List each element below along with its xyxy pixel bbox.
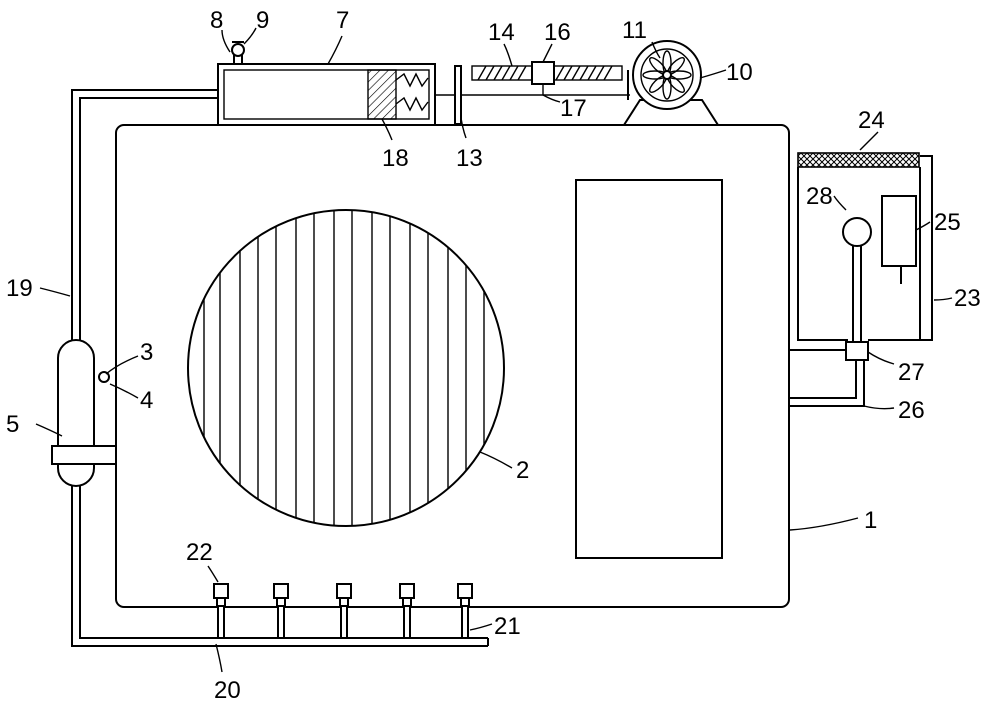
label-16: 16: [544, 19, 571, 46]
label-5: 5: [6, 411, 19, 438]
label-23: 23: [954, 285, 981, 312]
leader-lines: [35, 27, 953, 673]
top-tank: [217, 63, 436, 126]
label-2: 2: [516, 457, 529, 484]
label-22: 22: [186, 539, 213, 566]
label-4: 4: [140, 387, 153, 414]
nozzles: [213, 583, 473, 639]
label-14: 14: [488, 19, 515, 46]
label-21: 21: [494, 613, 521, 640]
label-24: 24: [858, 107, 885, 134]
screw-assembly: [435, 61, 630, 125]
label-13: 13: [456, 145, 483, 172]
main-cabinet: [115, 124, 790, 608]
label-17: 17: [560, 95, 587, 122]
left-pipe: [71, 89, 489, 647]
drum: [187, 209, 505, 527]
right-box: [789, 152, 933, 407]
label-20: 20: [214, 677, 241, 704]
label-3: 3: [140, 339, 153, 366]
label-8: 8: [210, 7, 223, 34]
filter: [51, 339, 117, 487]
label-27: 27: [898, 359, 925, 386]
label-10: 10: [726, 59, 753, 86]
top-valve: [231, 41, 245, 65]
label-19: 19: [6, 275, 33, 302]
label-1: 1: [864, 507, 877, 534]
label-18: 18: [382, 145, 409, 172]
label-9: 9: [256, 7, 269, 34]
label-28: 28: [806, 183, 833, 210]
label-7: 7: [336, 7, 349, 34]
fan-motor: [622, 40, 720, 126]
control-panel: [575, 179, 723, 559]
label-26: 26: [898, 397, 925, 424]
label-25: 25: [934, 209, 961, 236]
label-11: 11: [622, 17, 647, 44]
